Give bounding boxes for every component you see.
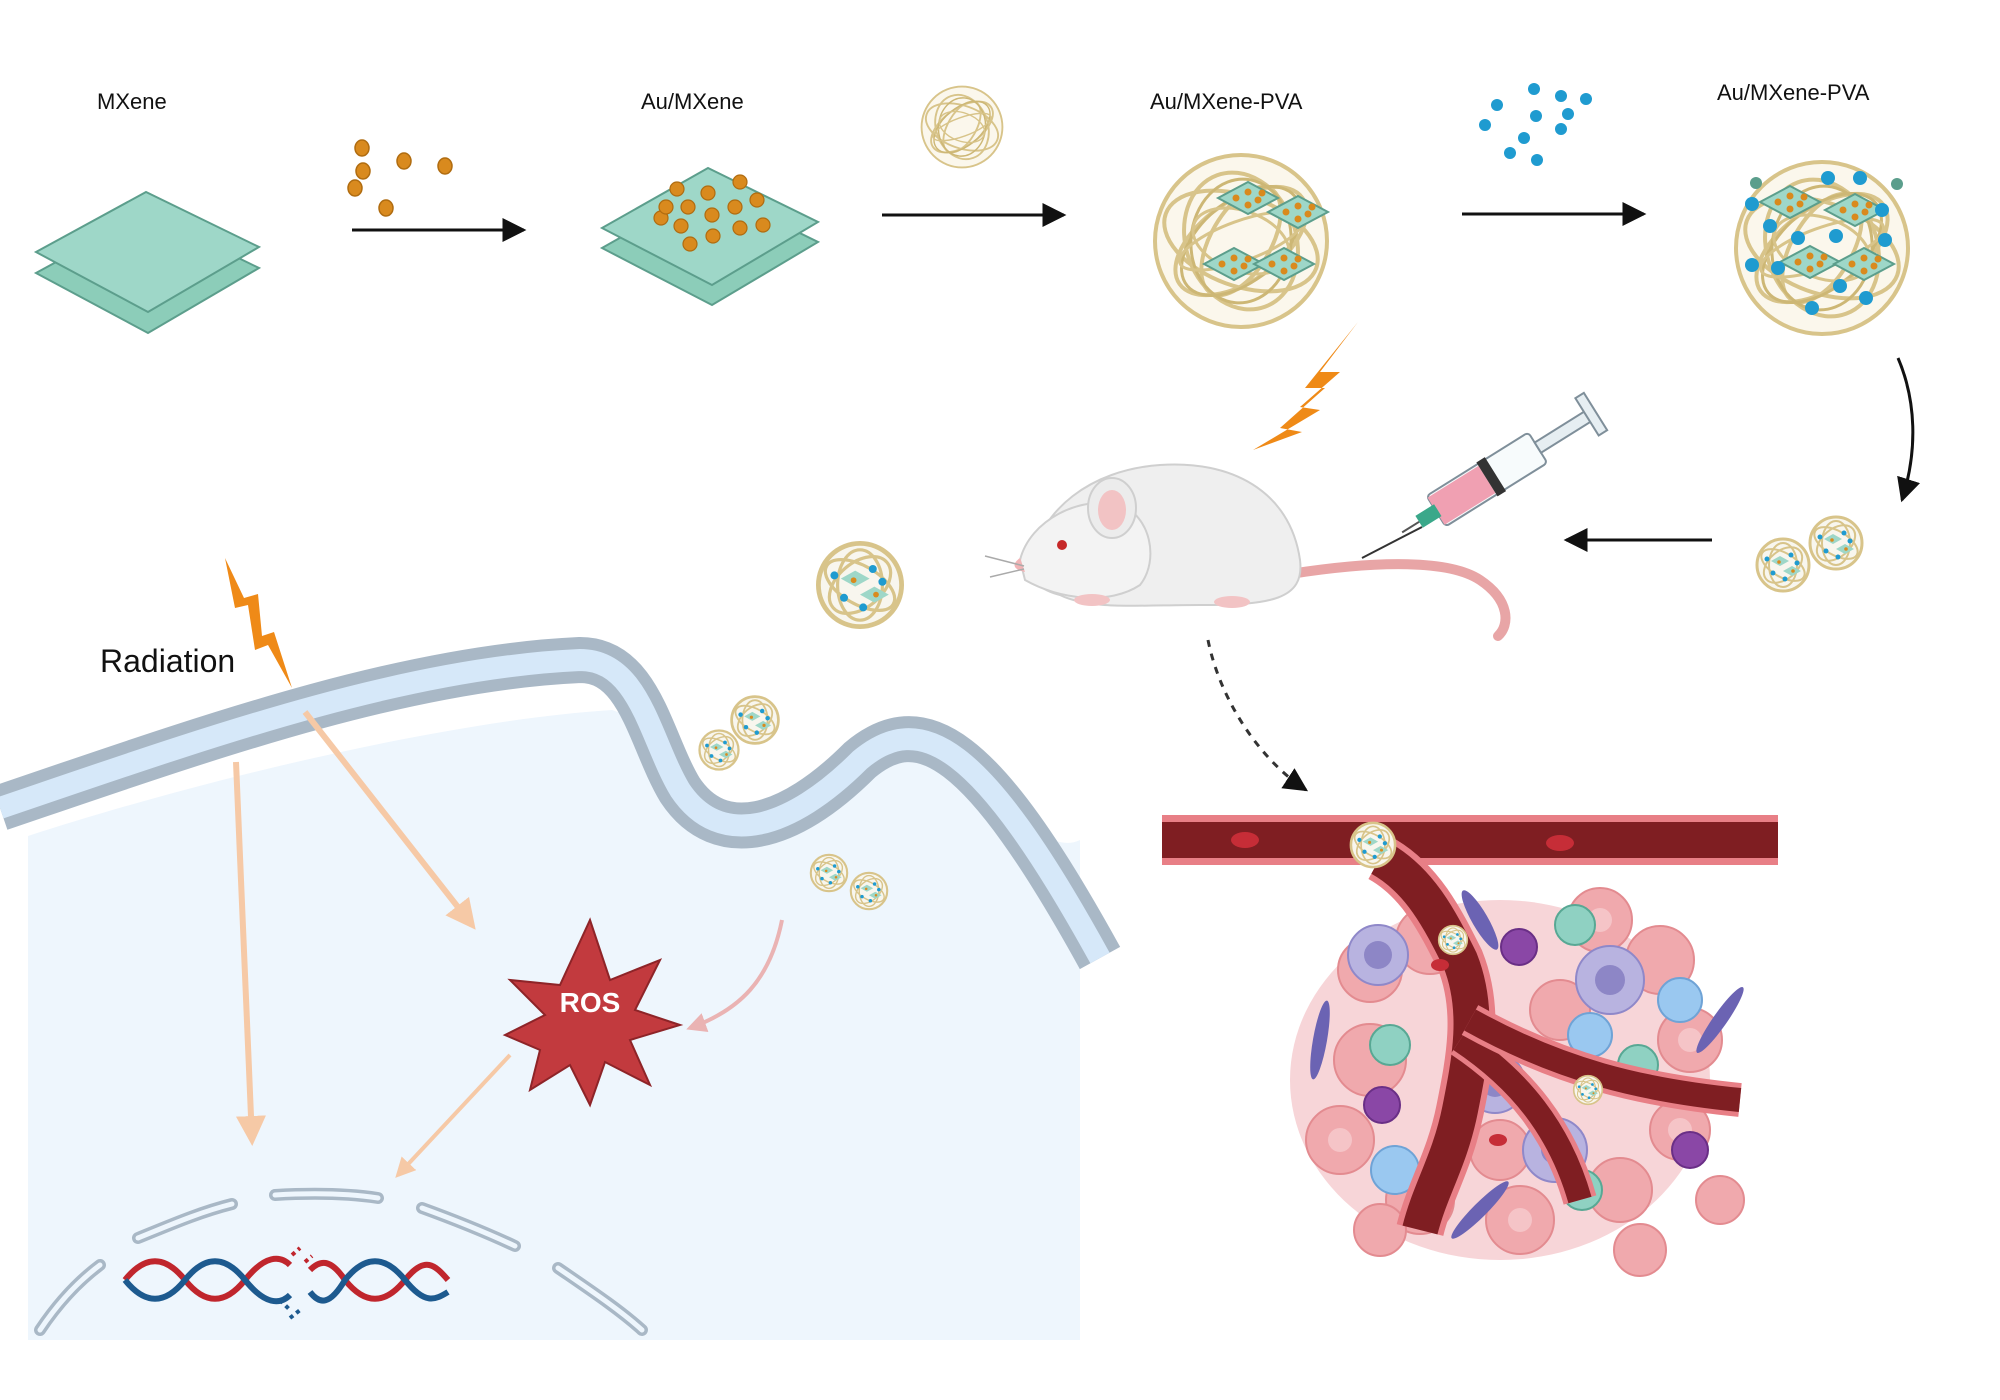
arrow-nanoparticle-to-ros: [686, 919, 784, 1032]
nanoparticle-small-2: [1807, 515, 1865, 571]
blood-vessel: [1162, 815, 1778, 1237]
nanoparticle-cell-4: [849, 871, 889, 911]
radiation-label: Radiation: [100, 643, 235, 679]
au-mxene-pva-ball: [1148, 153, 1334, 329]
arrow-radiation-to-dna: [233, 761, 266, 1146]
arrow-dashed-to-tumor: [1206, 639, 1309, 792]
nanoparticle-cell-3: [809, 853, 849, 893]
arrow-radiation-to-ros: [302, 710, 476, 930]
label-au-mxene-pva-2: Au/MXene-PVA: [1717, 80, 1870, 105]
lightning-icon: [1253, 322, 1358, 450]
nanoparticle-medium: [817, 543, 903, 626]
arrow-ros-to-dna: [395, 1053, 512, 1178]
label-mxene: MXene: [97, 89, 167, 114]
label-au-mxene: Au/MXene: [641, 89, 744, 114]
nanoparticle-small-1: [1754, 537, 1812, 593]
gold-nanoparticles: [347, 139, 453, 217]
au-mxene-sheets: [599, 166, 821, 307]
dna-icon: [122, 1246, 451, 1320]
syringe-icon: [1361, 391, 1609, 559]
cell-membrane: [0, 636, 1121, 970]
ros-label: ROS: [560, 987, 621, 1018]
pva-fiber-ball: [918, 85, 1006, 169]
drug-loaded-pva-ball: [1729, 160, 1915, 336]
nanoparticle-cell-1: [729, 695, 781, 745]
ros-burst-icon: [502, 917, 684, 1108]
mouse-icon: [984, 463, 1511, 641]
arrow-curve-down: [1896, 357, 1921, 503]
nuclear-envelope-inner: [37, 1191, 645, 1333]
drug-molecules: [1479, 83, 1592, 166]
mxene-sheets: [33, 190, 262, 335]
nanoparticle-cell-2: [697, 729, 741, 771]
lightning-radiation-icon: [225, 558, 292, 688]
label-au-mxene-pva-1: Au/MXene-PVA: [1150, 89, 1303, 114]
